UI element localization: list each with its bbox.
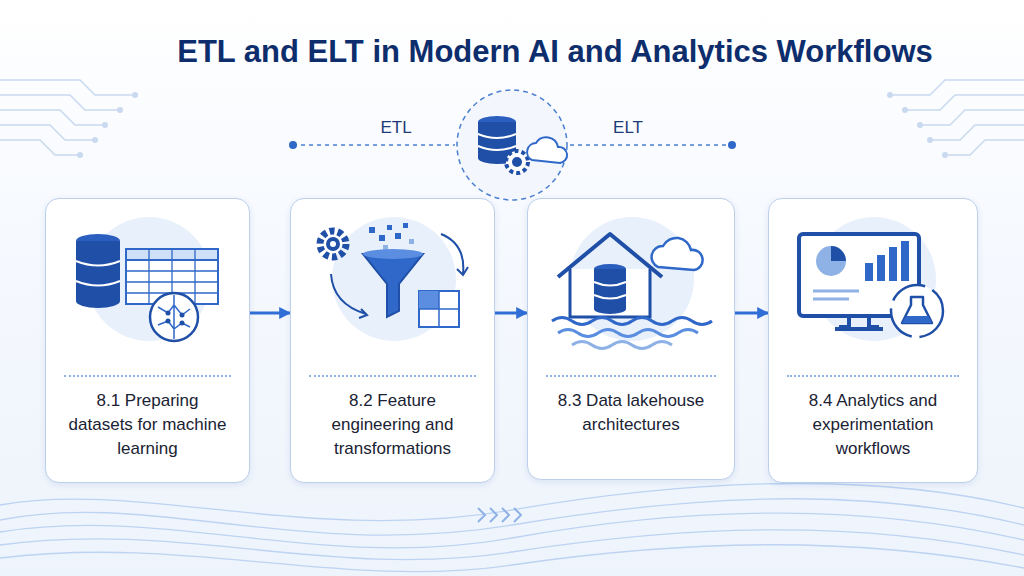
card-text: 8.3 Data lakehouse architectures xyxy=(546,389,716,437)
analytics-icon xyxy=(769,199,979,379)
card-text: 8.2 Feature engineering and transformati… xyxy=(309,389,476,461)
dotted-separator xyxy=(309,375,476,377)
flow-arrow xyxy=(250,312,290,315)
dotted-separator xyxy=(546,375,716,377)
process-card: 8.4 Analytics and experimentation workfl… xyxy=(768,198,978,483)
bottom-waves xyxy=(0,483,1024,571)
etl-elt-icon xyxy=(457,90,567,200)
process-card: 8.2 Feature engineering and transformati… xyxy=(290,198,495,483)
flow-arrow xyxy=(735,312,768,315)
flow-label: ETL xyxy=(376,118,415,138)
dataset-icon xyxy=(46,199,251,379)
flow-arrow xyxy=(495,312,527,315)
chevrons xyxy=(478,508,521,522)
lakehouse-icon xyxy=(528,199,736,379)
card-text: 8.1 Preparing datasets for machine learn… xyxy=(64,389,231,461)
feature-icon xyxy=(291,199,496,379)
flow-label: ELT xyxy=(609,118,647,138)
process-card: 8.1 Preparing datasets for machine learn… xyxy=(45,198,250,483)
title: ETL and ELT in Modern AI and Analytics W… xyxy=(177,34,933,70)
dotted-separator xyxy=(64,375,231,377)
dotted-separator xyxy=(787,375,959,377)
process-card: 8.3 Data lakehouse architectures xyxy=(527,198,735,480)
title-bar: ETL and ELT in Modern AI and Analytics W… xyxy=(0,34,1024,70)
card-text: 8.4 Analytics and experimentation workfl… xyxy=(787,389,959,461)
